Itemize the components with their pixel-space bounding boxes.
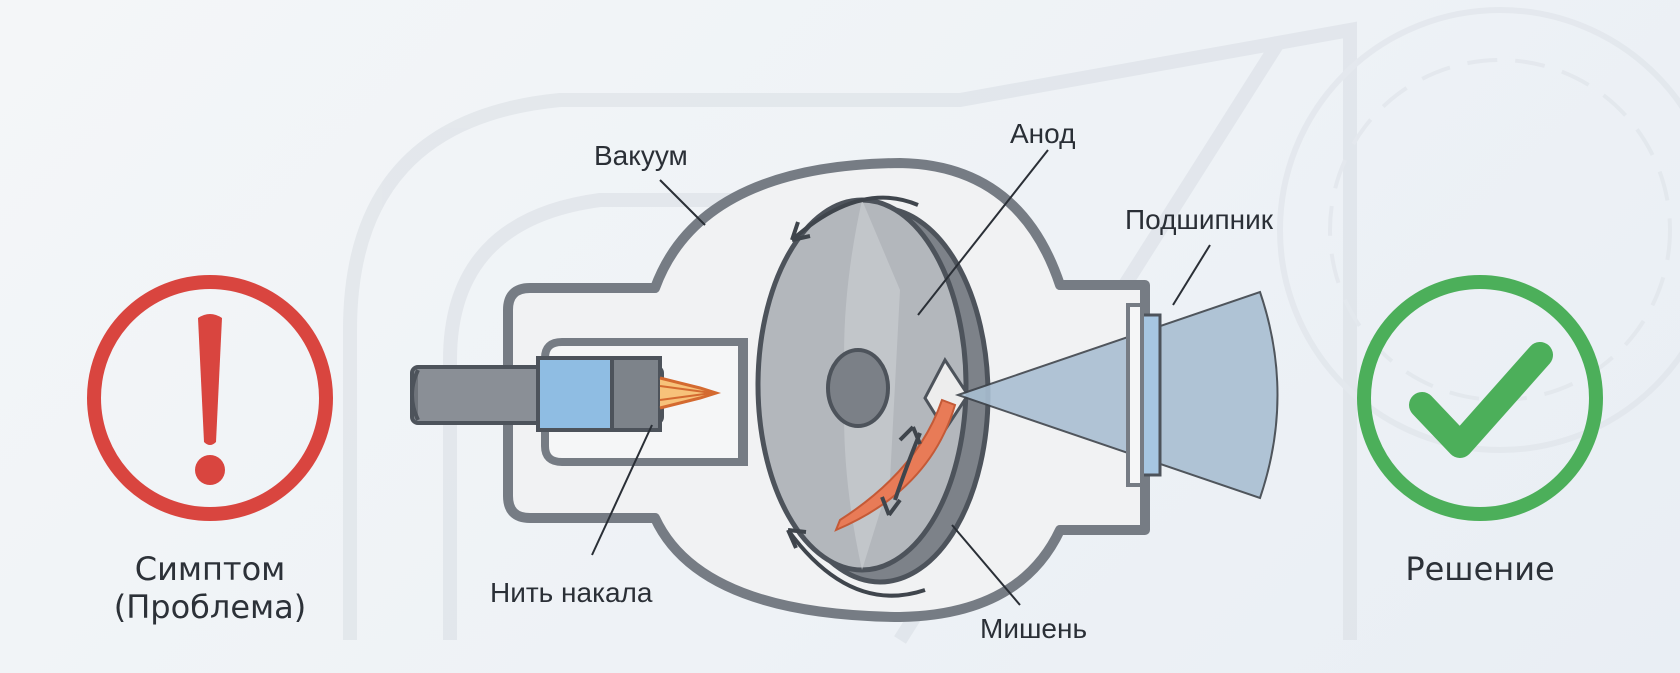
anode-disk (755, 197, 991, 585)
xray-beam (954, 290, 1279, 500)
label-bearing: Подшипник (1125, 204, 1274, 235)
symptom-title: Симптом (134, 550, 286, 588)
bearing-window (1126, 303, 1162, 487)
cathode-cable (410, 356, 664, 432)
symptom-caption: Симптом (Проблема) (90, 550, 330, 626)
rotation-arrows (786, 195, 926, 598)
label-anode: Анод (1010, 118, 1076, 149)
cathode-bracket (738, 340, 748, 464)
filament (659, 376, 722, 410)
leader-lines (591, 149, 1211, 606)
label-filament: Нить накала (490, 577, 653, 608)
target-track (834, 398, 957, 532)
label-target: Мишень (980, 613, 1088, 644)
solution-caption: Решение (1405, 550, 1555, 588)
exclamation-icon (87, 275, 333, 521)
symptom-subtitle: (Проблема) (113, 588, 307, 626)
label-vacuum: Вакуум (594, 140, 688, 171)
checkmark-icon (1357, 275, 1603, 521)
